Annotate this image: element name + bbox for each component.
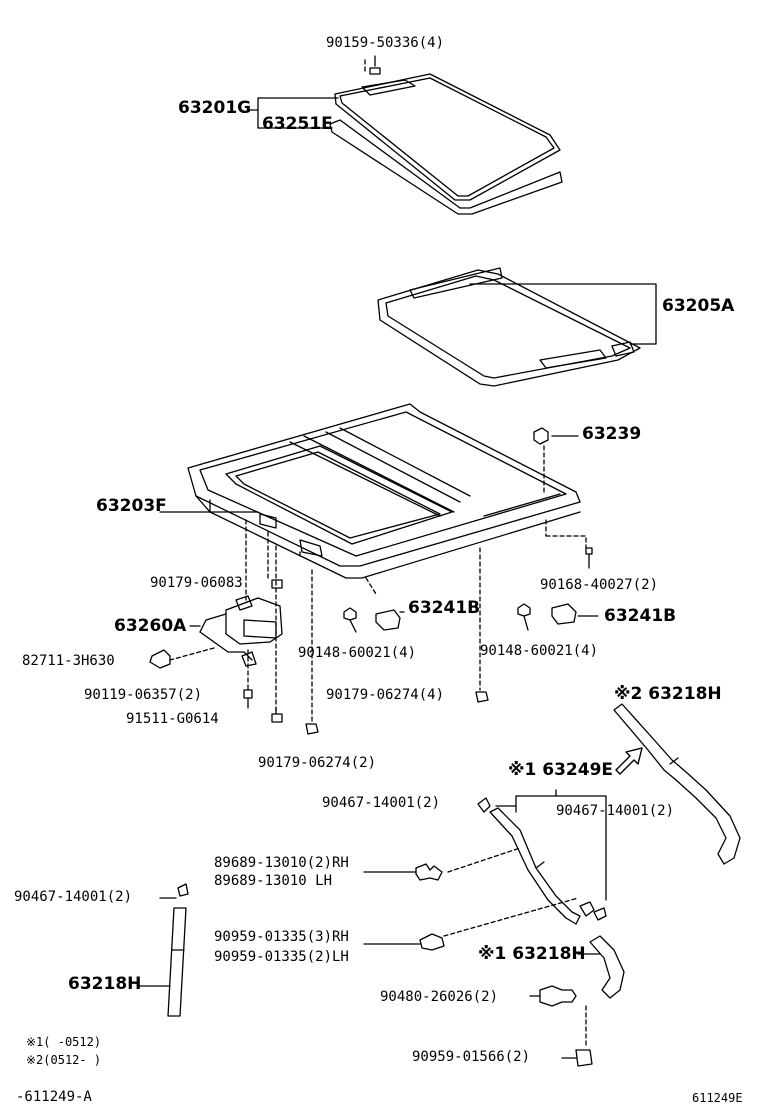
bracket-63241b-left-part (376, 610, 400, 630)
nut-90179-06274-lower-part (306, 724, 318, 734)
label-63239: 63239 (582, 424, 642, 444)
label-63249e: ※1 63249E (508, 760, 614, 780)
connector-90480-part (540, 986, 576, 1006)
label-63218h-mid: ※1 63218H (478, 944, 586, 964)
label-63201g: 63201G (178, 98, 252, 118)
label-90467-14001-c: 90467-14001(2) (14, 889, 133, 905)
figure-id: -611249-A (16, 1089, 92, 1105)
label-90959-01566: 90959-01566(2) (412, 1049, 531, 1065)
bolt-90148-right-part (518, 604, 530, 630)
label-90480-26026: 90480-26026(2) (380, 989, 499, 1005)
label-63251e: 63251E (262, 114, 333, 134)
bracket-63241b-right-part (552, 604, 576, 624)
label-90148-60021-left: 90148-60021(4) (298, 645, 417, 661)
label-90179-06274-upper: 90179-06274(4) (326, 687, 445, 703)
clip-63239-part (534, 428, 548, 444)
note-2: ※2(0512- ) (26, 1053, 102, 1067)
hose-clip-90467-a-part (478, 798, 490, 812)
label-90179-06274-lower: 90179-06274(2) (258, 755, 377, 771)
label-63260a: 63260A (114, 616, 187, 636)
note-1: ※1( -0512) (26, 1035, 102, 1049)
label-90467-14001-a: 90467-14001(2) (322, 795, 441, 811)
label-90959-01335-lh: 90959-01335(2)LH (214, 949, 349, 965)
drain-hose-63218h-mid-part (590, 936, 624, 998)
nut-90179-06083-part (272, 580, 282, 588)
connector-82711-part (150, 650, 170, 668)
label-91511-g0614: 91511-G0614 (126, 711, 219, 727)
label-90168-40027: 90168-40027(2) (540, 577, 659, 593)
nut-90179-06274-upper-part (476, 692, 488, 702)
bolt-90168-part (586, 548, 592, 568)
label-63203f: 63203F (96, 496, 167, 516)
corner-id: 611249E (692, 1091, 743, 1105)
label-90959-01335-rh: 90959-01335(3)RH (214, 929, 349, 945)
sunroof-glass-part (335, 74, 560, 200)
drain-hose-63218h-left-part (168, 884, 188, 1016)
label-90119-06357: 90119-06357(2) (84, 687, 203, 703)
grommet-89689-part (416, 864, 442, 880)
hose-clip-90467-b-part (580, 902, 606, 920)
sunroof-housing-frame-part (188, 404, 580, 578)
bolt-90148-left-part (344, 608, 356, 632)
label-89689-13010-lh: 89689-13010 LH (214, 873, 333, 889)
label-63241b-left: 63241B (408, 598, 481, 618)
label-63205a: 63205A (662, 296, 735, 316)
label-63218h-left: 63218H (68, 974, 142, 994)
glass-weatherstrip-part (330, 120, 562, 214)
label-90179-06083: 90179-06083 (150, 575, 243, 591)
label-63218h-top: ※2 63218H (614, 684, 722, 704)
label-90159-50336: 90159-50336(4) (326, 35, 445, 51)
label-90148-60021-right: 90148-60021(4) (480, 643, 599, 659)
sunroof-motor-part (200, 596, 282, 666)
direction-arrow (616, 748, 642, 774)
sunshade-frame-part (378, 268, 640, 386)
clip-90959-01566-part (576, 1050, 592, 1066)
label-63241b-right: 63241B (604, 606, 677, 626)
label-89689-13010-rh: 89689-13010(2)RH (214, 855, 349, 871)
drain-hose-63218h-top-part (614, 704, 740, 864)
bolt-90159-part (370, 56, 380, 74)
label-82711-3h630: 82711-3H630 (22, 653, 115, 669)
bolt-90119-part (244, 690, 252, 708)
label-90467-14001-b: 90467-14001(2) (556, 803, 675, 819)
bolt-91511-part (272, 708, 282, 722)
drain-hose-63249e-part (490, 808, 580, 924)
clip-90959-01335-part (420, 934, 444, 950)
